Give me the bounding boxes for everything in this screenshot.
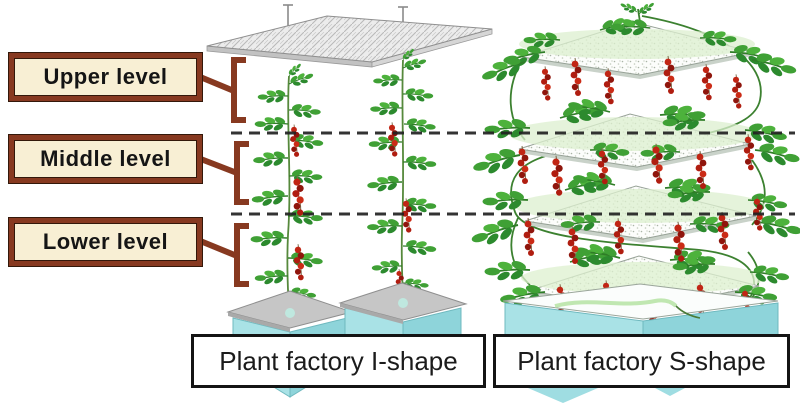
level-label-lower-text: Lower level <box>42 229 169 254</box>
level-label-lower: Lower level <box>9 218 202 266</box>
i-shape-light-panel <box>206 15 493 68</box>
bracket-upper <box>231 57 246 123</box>
level-label-middle-text: Middle level <box>40 146 171 171</box>
caption-s-shape-text: Plant factory S-shape <box>517 345 766 376</box>
i-shape-plant-left <box>248 60 326 318</box>
caption-i-shape: Plant factory I-shape <box>191 334 486 388</box>
i-shape-plant-right <box>364 46 439 314</box>
level-label-upper: Upper level <box>9 53 202 101</box>
caption-i-shape-text: Plant factory I-shape <box>219 345 458 376</box>
level-label-middle: Middle level <box>9 135 202 183</box>
root-strand <box>554 298 678 308</box>
level-label-upper-text: Upper level <box>43 64 168 89</box>
caption-s-shape: Plant factory S-shape <box>493 334 790 388</box>
level-dividers <box>231 131 795 216</box>
bracket-lower <box>234 223 249 287</box>
bracket-middle <box>234 141 249 205</box>
